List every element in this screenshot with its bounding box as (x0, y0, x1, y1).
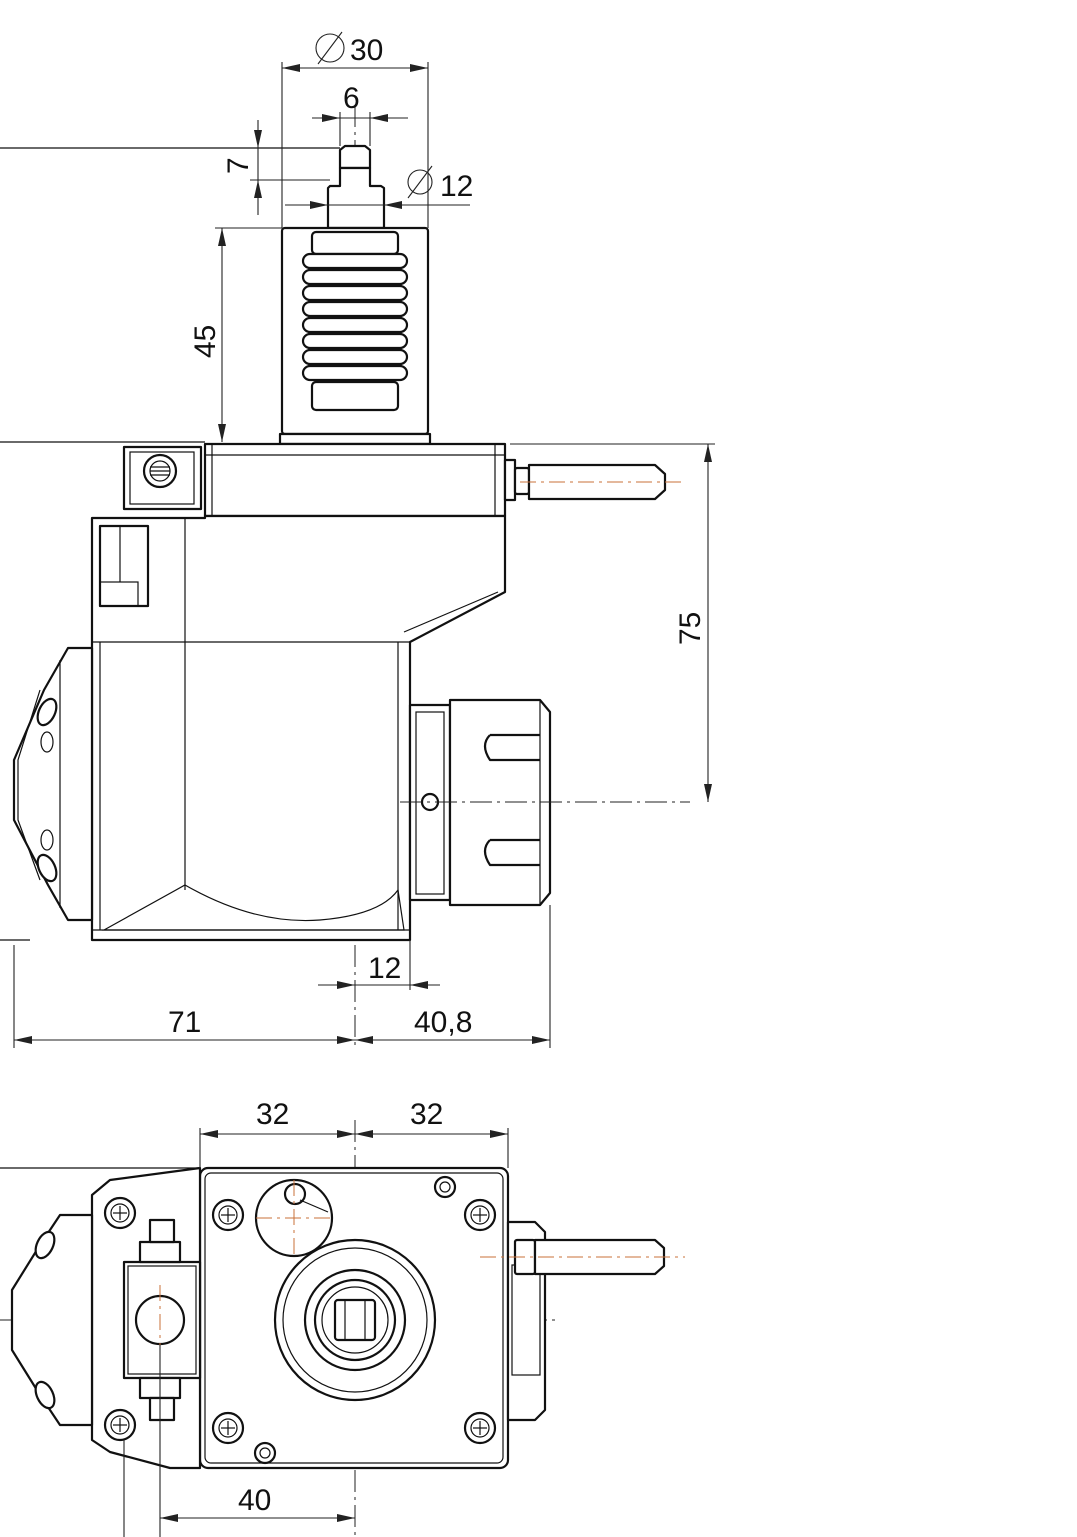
dim-collet-offset-12: 12 (318, 940, 440, 990)
dim-diameter-12: 12 (285, 165, 473, 209)
top-collet (273, 1238, 437, 1402)
dim-label-collet-offset-12: 12 (368, 952, 401, 985)
top-left-cover (10, 1213, 94, 1427)
top-left-block (90, 1166, 202, 1470)
dim-label-width-40-8: 40,8 (414, 1006, 472, 1039)
dim-label-diameter-30: 30 (350, 34, 383, 67)
bellows (301, 230, 409, 412)
dim-label-tenon-7: 7 (222, 157, 255, 174)
left-cover-plate (12, 646, 94, 922)
top-coolant-pin (480, 1220, 685, 1422)
dim-hole-spacing-32: 32 32 (199, 1098, 509, 1168)
dim-label-spindle-75: 75 (674, 612, 707, 645)
drive-tenon (338, 144, 372, 170)
drive-shaft (326, 166, 386, 230)
main-body (90, 514, 507, 942)
dim-label-width-71: 71 (168, 1006, 201, 1039)
dim-label-diameter-12: 12 (440, 170, 473, 203)
dim-label-hole-spacing-left: 32 (256, 1098, 289, 1131)
dim-label-shank-45: 45 (189, 325, 222, 358)
side-view: 30 6 7 12 (0, 31, 715, 1050)
dim-shank-45: 45 (189, 227, 282, 442)
dim-tenon-7: 7 (222, 120, 330, 215)
dim-tenon-6: 6 (312, 82, 408, 146)
coolant-pin (503, 458, 685, 502)
upper-flange (203, 442, 507, 518)
dim-label-hole-spacing-right: 32 (410, 1098, 443, 1131)
dim-spindle-75: 75 (510, 443, 715, 802)
dim-diameter-30: 30 (281, 31, 429, 228)
screw-icons (103, 1175, 497, 1465)
dim-width-71-40: 71 40,8 (13, 905, 551, 1048)
top-cap (254, 1178, 334, 1258)
dim-label-tenon-6: 6 (343, 82, 360, 115)
collet-nut (400, 698, 690, 907)
dim-offset-40: 40 (123, 1345, 355, 1537)
top-view: 32 32 40 (0, 1098, 685, 1537)
dim-label-offset-40: 40 (238, 1484, 271, 1517)
